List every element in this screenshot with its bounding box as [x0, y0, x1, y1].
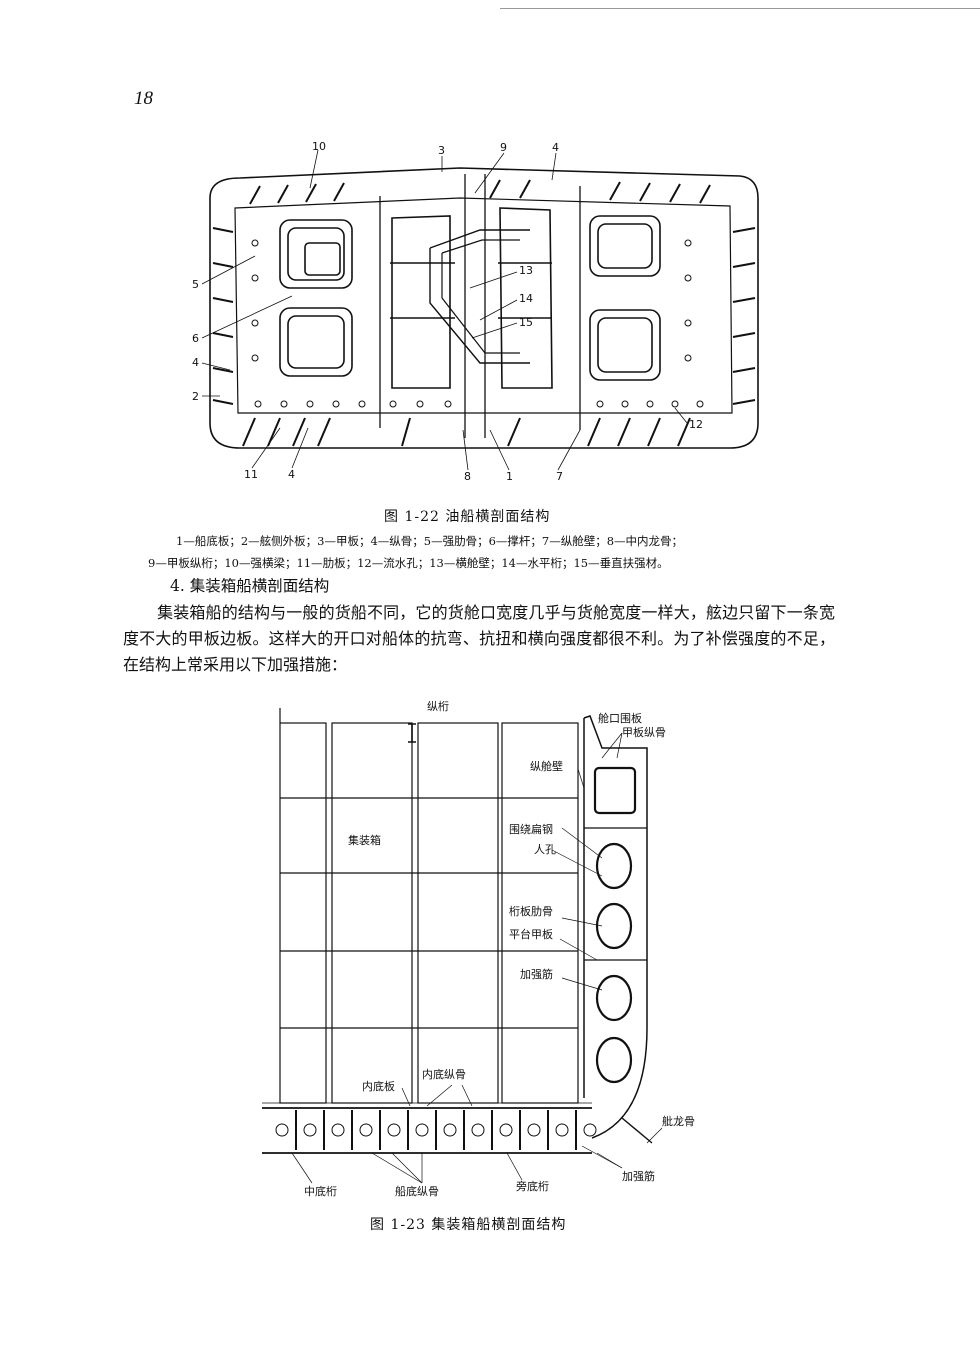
header-rule [500, 8, 980, 9]
label-container: 集装箱 [348, 833, 381, 847]
tanker-cross-section-figure: 10 3 9 4 5 6 4 2 13 14 15 12 11 4 8 1 7 [192, 140, 759, 483]
figure-1-22-caption: 图 1-22 油船横剖面结构 [384, 509, 551, 525]
label-deck-longitudinal: 甲板纵骨 [622, 725, 666, 739]
callout-14: 14 [519, 292, 533, 305]
label-center-girder: 中底桁 [304, 1184, 337, 1198]
label-longitudinal-bulkhead: 纵舱壁 [530, 759, 563, 773]
label-stiffener-lower: 加强筋 [622, 1169, 655, 1183]
callout-12: 12 [689, 418, 703, 431]
callout-11: 11 [244, 468, 258, 481]
section-heading: 4. 集装箱船横剖面结构 [170, 577, 330, 595]
label-girder: 纵桁 [427, 699, 449, 713]
callout-15: 15 [519, 316, 533, 329]
label-bilge-keel: 舭龙骨 [662, 1114, 695, 1128]
callout-4: 4 [552, 141, 559, 154]
page-number: 18 [134, 88, 153, 109]
label-inner-bottom: 内底板 [362, 1079, 395, 1093]
label-bottom-long: 船底纵骨 [395, 1184, 439, 1198]
container-ship-cross-section-figure: 纵桁 舱口围板 甲板纵骨 纵舱壁 集装箱 围绕扁钢 人孔 桁板肋骨 平台甲板 加… [262, 699, 695, 1198]
callout-3: 3 [438, 144, 445, 157]
label-web-frame: 桁板肋骨 [509, 904, 553, 918]
callout-1: 1 [506, 470, 513, 483]
label-stiffener-upper: 加强筋 [520, 967, 553, 981]
label-side-girder: 旁底桁 [516, 1179, 549, 1193]
callout-4c: 4 [288, 468, 295, 481]
label-platform-deck: 平台甲板 [509, 927, 553, 941]
callout-9: 9 [500, 141, 507, 154]
callout-5: 5 [192, 278, 199, 291]
figure-1-22-legend-line1: 1—船底板；2—舷侧外板；3—甲板；4—纵骨；5—强肋骨；6—撑杆；7—纵舱壁；… [176, 534, 684, 548]
label-flat-bar: 围绕扁钢 [509, 823, 553, 836]
inner-frame [234, 197, 733, 414]
label-inner-bottom-long: 内底纵骨 [422, 1067, 466, 1081]
callout-13: 13 [519, 264, 533, 277]
callout-4b: 4 [192, 356, 199, 369]
label-manhole: 人孔 [534, 843, 556, 856]
callout-7: 7 [556, 470, 563, 483]
label-hatch-coaming: 舱口围板 [598, 711, 642, 725]
callout-6: 6 [192, 332, 199, 345]
callout-10: 10 [312, 140, 326, 153]
figure-1-22-legend-line2: 9—甲板纵桁；10—强横梁；11—肋板；12—流水孔；13—横舱壁；14—水平桁… [148, 556, 669, 570]
callout-8: 8 [464, 470, 471, 483]
figure-1-23-caption: 图 1-23 集装箱船横剖面结构 [370, 1217, 567, 1233]
callout-2: 2 [192, 390, 199, 403]
section-paragraph: 集装箱船的结构与一般的货船不同，它的货舱口宽度几乎与货舱宽度一样大，舷边只留下一… [123, 603, 835, 674]
hull-outline [209, 167, 759, 449]
